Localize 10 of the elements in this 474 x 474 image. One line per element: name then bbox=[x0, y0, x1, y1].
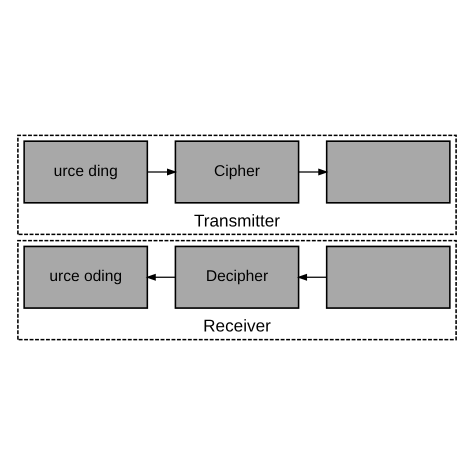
arrow bbox=[298, 168, 328, 176]
node-box: urce ding bbox=[23, 140, 148, 204]
node-box bbox=[326, 245, 451, 308]
node-box bbox=[326, 140, 451, 204]
arrow bbox=[146, 273, 176, 280]
arrow bbox=[147, 168, 178, 176]
node-box: urce oding bbox=[23, 245, 148, 308]
node-box: Decipher bbox=[174, 245, 300, 308]
node-box: Cipher bbox=[174, 140, 300, 204]
arrow bbox=[296, 273, 327, 280]
